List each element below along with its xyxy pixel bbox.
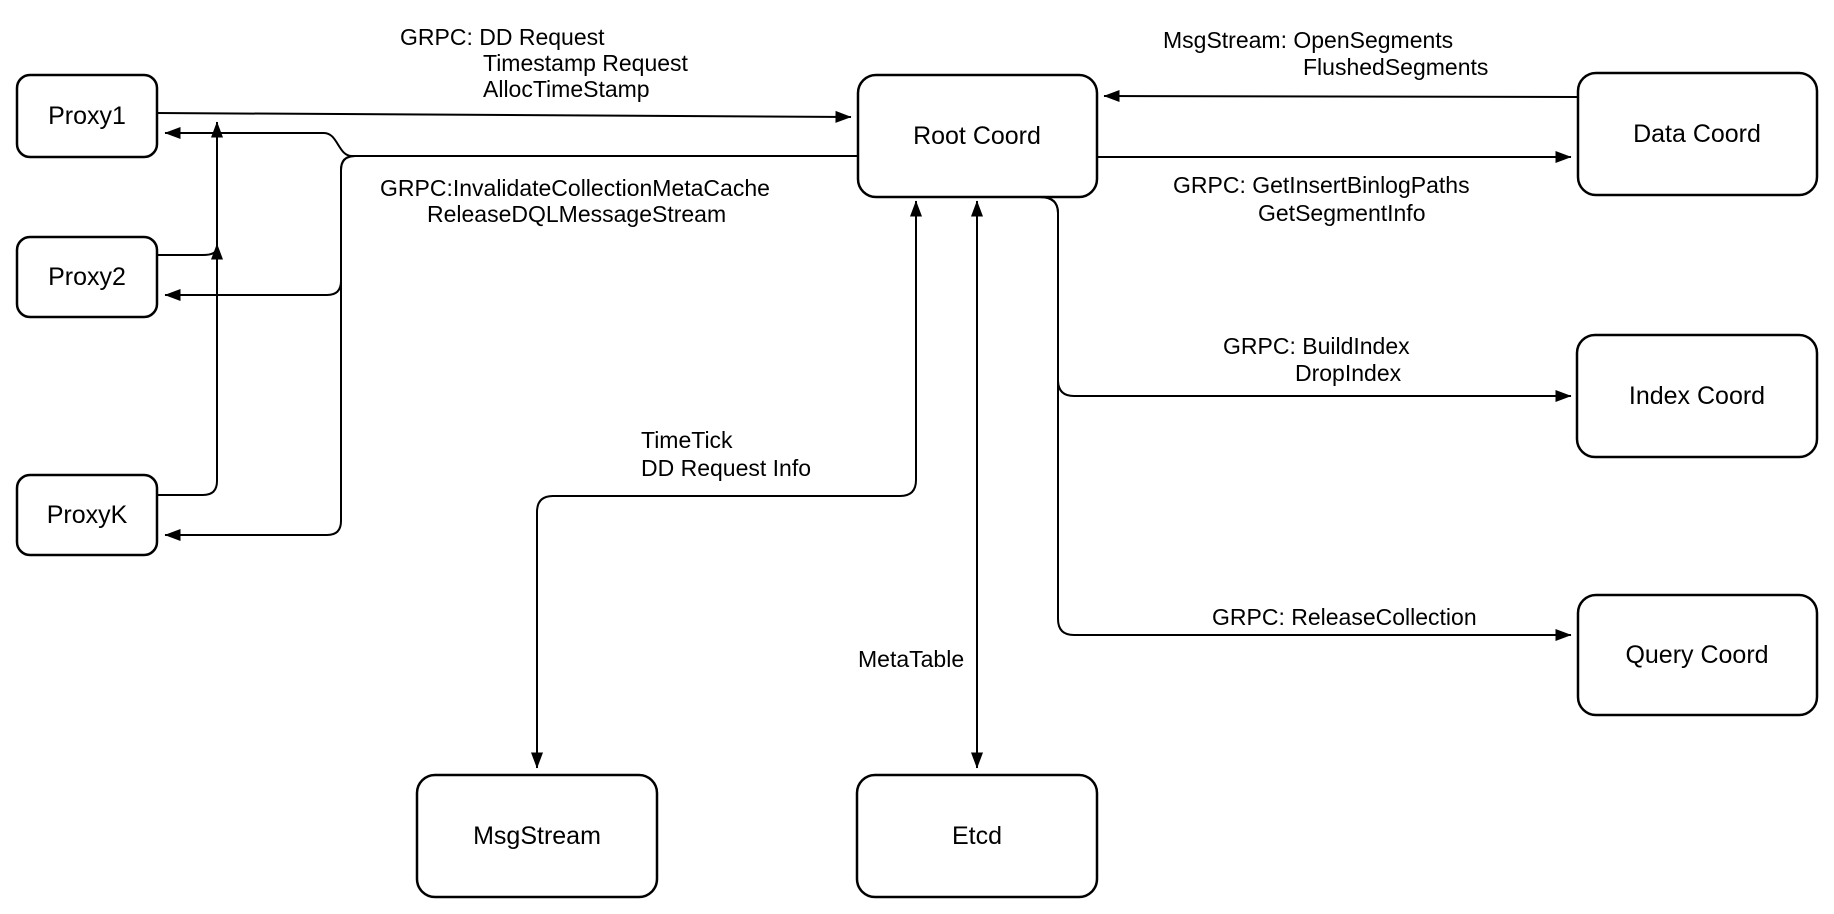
edge-label-line: GRPC: BuildIndex bbox=[1223, 333, 1410, 359]
edge-label-timetick: TimeTick DD Request Info bbox=[641, 427, 811, 481]
edge-proxy2-merge-up bbox=[157, 243, 223, 260]
edge-label-line: GRPC: DD Request bbox=[400, 24, 605, 50]
node-root-coord: Root Coord bbox=[856, 73, 1099, 199]
node-etcd-box bbox=[855, 773, 1099, 899]
node-etcd-label: Etcd bbox=[952, 822, 1002, 850]
node-index-coord-label: Index Coord bbox=[1629, 382, 1765, 410]
node-query-coord: Query Coord bbox=[1576, 593, 1819, 717]
edge-datacoord-to-rootcoord bbox=[1103, 90, 1579, 103]
edge-label-line: AllocTimeStamp bbox=[483, 76, 650, 102]
edge-label-line: MetaTable bbox=[858, 646, 964, 672]
edge-label-line: ReleaseDQLMessageStream bbox=[427, 201, 726, 227]
node-msgstream-label: MsgStream bbox=[473, 822, 601, 850]
edge-rootcoord-msgstream-bidirectional bbox=[531, 200, 922, 769]
edge-label-line: DropIndex bbox=[1295, 360, 1402, 386]
node-etcd: Etcd bbox=[855, 773, 1099, 899]
edge-label-grpc-release: GRPC: ReleaseCollection bbox=[1212, 604, 1477, 630]
node-data-coord: Data Coord bbox=[1576, 71, 1819, 197]
edge-label-grpc-binlog: GRPC: GetInsertBinlogPaths GetSegmentInf… bbox=[1173, 172, 1470, 226]
edge-label-grpc-buildindex: GRPC: BuildIndex DropIndex bbox=[1223, 333, 1410, 386]
edge-label-metatable: MetaTable bbox=[858, 646, 964, 672]
node-index-coord-box bbox=[1575, 333, 1819, 459]
edge-label-line: TimeTick bbox=[641, 427, 733, 453]
edge-label-line: FlushedSegments bbox=[1303, 54, 1488, 80]
edge-label-grpc-dd-request: GRPC: DD Request Timestamp Request Alloc… bbox=[400, 24, 689, 102]
node-proxy1-label: Proxy1 bbox=[48, 102, 126, 130]
node-msgstream-box bbox=[415, 773, 659, 899]
node-proxy2: Proxy2 bbox=[15, 235, 159, 319]
edge-label-line: DD Request Info bbox=[641, 455, 811, 481]
node-index-coord: Index Coord bbox=[1575, 333, 1819, 459]
node-proxyk: ProxyK bbox=[15, 473, 159, 557]
node-proxyk-box bbox=[15, 473, 159, 557]
node-query-coord-box bbox=[1576, 593, 1819, 717]
node-proxy1: Proxy1 bbox=[15, 73, 159, 159]
node-query-coord-label: Query Coord bbox=[1625, 641, 1768, 669]
edge-label-line: Timestamp Request bbox=[483, 50, 689, 76]
edge-proxyk-merge-up bbox=[157, 121, 223, 496]
edge-label-line: GRPC: ReleaseCollection bbox=[1212, 604, 1477, 630]
node-proxyk-label: ProxyK bbox=[47, 501, 128, 529]
edge-label-line: MsgStream: OpenSegments bbox=[1163, 27, 1453, 53]
edge-label-line: GetSegmentInfo bbox=[1258, 200, 1426, 226]
node-msgstream: MsgStream bbox=[415, 773, 659, 899]
edge-label-grpc-invalidate: GRPC:InvalidateCollectionMetaCache Relea… bbox=[380, 175, 770, 227]
edges bbox=[156, 90, 1579, 769]
node-proxy1-box bbox=[15, 73, 159, 159]
node-data-coord-box bbox=[1576, 71, 1819, 197]
node-data-coord-label: Data Coord bbox=[1633, 120, 1761, 148]
edge-rootcoord-to-querycoord bbox=[1039, 196, 1572, 641]
edge-labels: GRPC: DD Request Timestamp Request Alloc… bbox=[380, 24, 1488, 672]
nodes: Proxy1 Proxy2 ProxyK Root Coord Data Coo… bbox=[15, 71, 1819, 899]
node-proxy2-box bbox=[15, 235, 159, 319]
edge-proxy1-to-rootcoord bbox=[156, 110, 852, 123]
node-root-coord-box bbox=[856, 73, 1099, 199]
edge-rootcoord-to-proxyk bbox=[164, 155, 858, 541]
node-root-coord-label: Root Coord bbox=[913, 122, 1041, 150]
edge-rootcoord-to-proxy1 bbox=[164, 127, 858, 157]
edge-label-line: GRPC:InvalidateCollectionMetaCache bbox=[380, 175, 770, 201]
edge-label-line: GRPC: GetInsertBinlogPaths bbox=[1173, 172, 1470, 198]
edge-label-msgstream-segments: MsgStream: OpenSegments FlushedSegments bbox=[1163, 27, 1488, 80]
node-proxy2-label: Proxy2 bbox=[48, 263, 126, 291]
